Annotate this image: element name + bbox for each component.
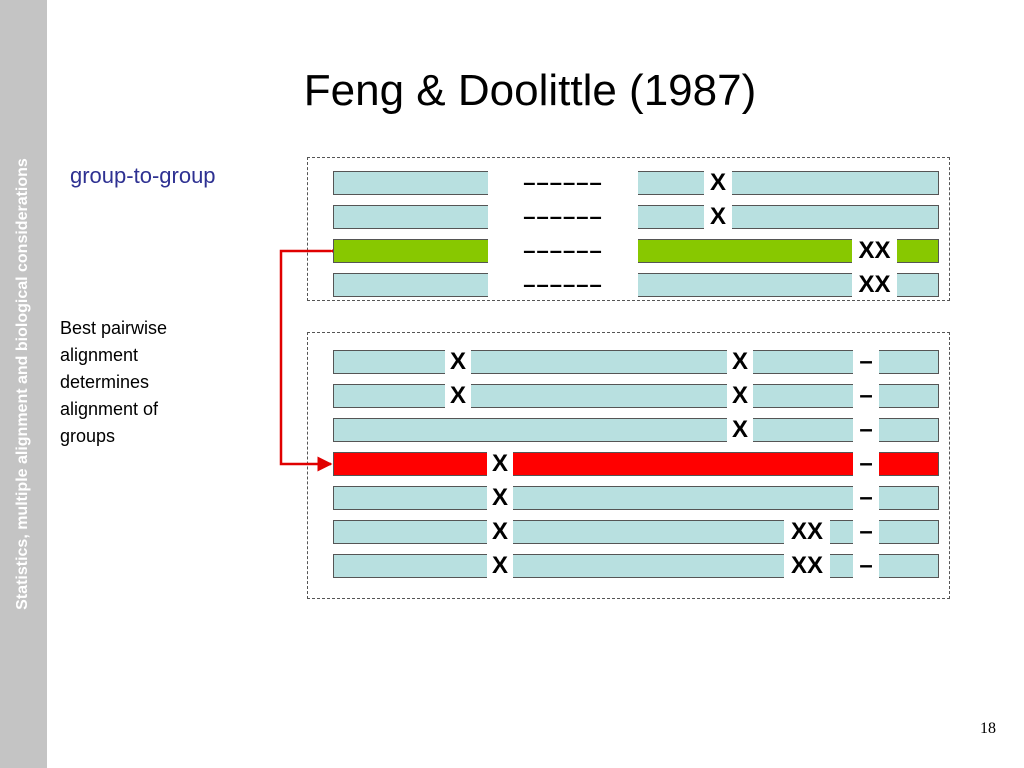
gap-mark: – <box>853 551 879 581</box>
sequence-bar <box>333 384 939 408</box>
sequence-bar <box>333 486 939 510</box>
highlighted-sequence-bar <box>333 452 939 476</box>
description-line: groups <box>60 426 116 446</box>
sequence-bar <box>333 418 939 442</box>
sequence-bar <box>333 554 939 578</box>
xx-mark: XX <box>852 236 897 266</box>
arrow-line <box>279 243 345 472</box>
group-label: group-to-group <box>70 163 216 188</box>
x-mark: X <box>487 517 513 547</box>
x-mark: X <box>727 381 753 411</box>
description-line: alignment of <box>60 399 159 419</box>
x-mark: X <box>704 202 732 232</box>
x-mark: X <box>487 483 513 513</box>
x-mark: X <box>704 168 732 198</box>
sequence-bar <box>333 350 939 374</box>
sequence-bar <box>333 520 939 544</box>
x-mark: X <box>445 381 471 411</box>
gap-mark: –––––– <box>488 202 638 232</box>
x-mark: X <box>487 449 513 479</box>
page-number: 18 <box>980 720 996 737</box>
gap-mark: – <box>853 415 879 445</box>
gap-mark: – <box>853 381 879 411</box>
description-line: alignment <box>60 345 139 365</box>
description: Best pairwise alignment determines align… <box>60 315 220 450</box>
sidebar: Statistics, multiple alignment and biolo… <box>0 0 47 768</box>
xx-mark: XX <box>852 270 897 300</box>
bottom-group-box <box>307 332 950 599</box>
gap-mark: – <box>853 347 879 377</box>
slide-title: Feng & Doolittle (1987) <box>303 66 757 115</box>
top-group-box <box>307 157 950 301</box>
gap-mark: –––––– <box>488 236 638 266</box>
gap-mark: –––––– <box>488 270 638 300</box>
gap-mark: – <box>853 449 879 479</box>
description-line: Best pairwise <box>60 318 168 338</box>
description-line: determines <box>60 372 150 392</box>
x-mark: X <box>727 415 753 445</box>
gap-mark: – <box>853 517 879 547</box>
xx-mark: XX <box>784 551 830 581</box>
x-mark: X <box>445 347 471 377</box>
x-mark: X <box>487 551 513 581</box>
x-mark: X <box>727 347 753 377</box>
xx-mark: XX <box>784 517 830 547</box>
gap-mark: –––––– <box>488 168 638 198</box>
gap-mark: – <box>853 483 879 513</box>
